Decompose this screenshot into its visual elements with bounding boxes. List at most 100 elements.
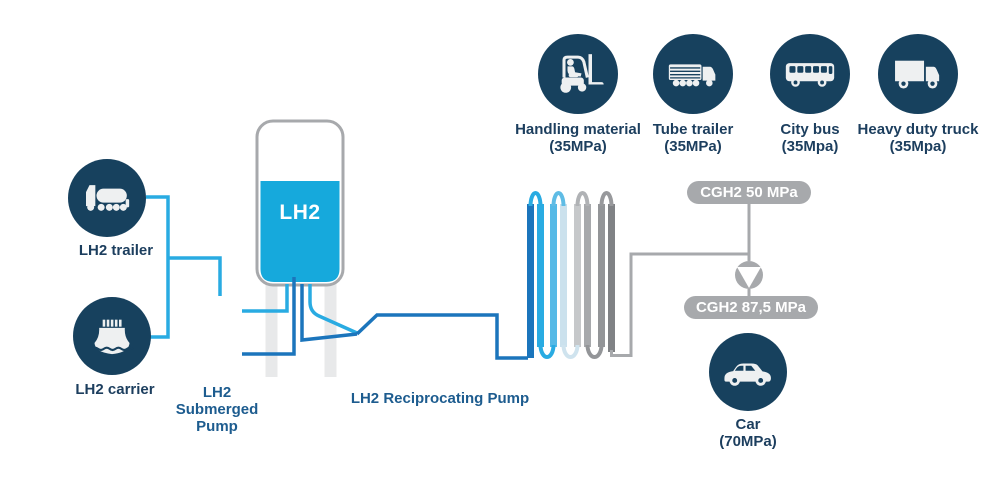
wheel <box>679 79 686 87</box>
car-window-front <box>745 365 756 371</box>
wheel <box>672 79 680 87</box>
bus-windshield <box>828 66 833 74</box>
coil-tube <box>598 204 605 347</box>
coil-tube <box>574 204 581 347</box>
car-window-rear <box>734 365 744 371</box>
wheel <box>112 203 120 211</box>
handling-material-circle <box>538 34 618 114</box>
ship-mast <box>106 319 110 327</box>
wheel-hub <box>793 80 798 85</box>
compressor-triangle <box>737 267 761 288</box>
coil-bottom-bend <box>561 344 580 359</box>
sedan-car-icon <box>724 363 771 386</box>
pipe-tank-inlet <box>242 284 289 313</box>
car-text: Car <box>735 416 761 433</box>
vaporizer-coil <box>527 191 615 359</box>
car-label: Car (70MPa) <box>678 416 818 450</box>
coil-tube <box>584 204 591 347</box>
wheel <box>119 203 127 211</box>
submerged-pump-label: LH2 Submerged Pump <box>157 384 277 435</box>
pipe-submerged-pump-line <box>242 277 296 356</box>
coil-top-bend <box>528 191 543 207</box>
ship-icon <box>91 319 134 355</box>
ship-mast <box>102 319 106 327</box>
cgh2-87-badge: CGH2 87,5 MPa <box>684 296 818 319</box>
bus-window <box>789 66 796 73</box>
wheel-hub <box>820 80 825 85</box>
bus-window <box>820 66 827 73</box>
heavy-truck-circle <box>878 34 958 114</box>
bus-icon <box>785 63 835 87</box>
coil-top-bend <box>599 191 614 207</box>
driver-head <box>567 58 574 66</box>
cgh2-87-text: CGH2 87,5 MPa <box>695 299 807 316</box>
wheel <box>105 203 113 211</box>
pipe-vaporizer-to-compressor <box>610 252 749 357</box>
tank-label: LH2 <box>279 201 320 224</box>
handling-material-label: Handling material (35MPa) <box>508 121 648 155</box>
pipe-reciprocating-to-vaporizer <box>355 313 528 360</box>
pipe-tank-outlet-dark <box>300 284 358 342</box>
car-group <box>724 363 771 386</box>
tube-trailer-text: Tube trailer <box>652 121 734 138</box>
bus-window <box>797 66 804 73</box>
tube-trailer-circle <box>653 34 733 114</box>
coil-tube <box>608 204 615 352</box>
wheel <box>692 79 700 87</box>
lh2-carrier-label: LH2 carrier <box>45 381 185 398</box>
truck-cab <box>702 66 716 81</box>
tube-trailer-pressure: (35MPa) <box>664 138 722 155</box>
compressor-pump-icon <box>735 261 763 289</box>
forklift-mast <box>588 54 592 85</box>
handling-material-pressure: (35MPa) <box>549 138 607 155</box>
ship-mast <box>114 319 118 327</box>
tanker-truck-icon <box>86 185 130 211</box>
lh2-trailer-circle <box>68 159 146 237</box>
ship-mast <box>110 319 114 327</box>
wheel-hub <box>758 378 764 383</box>
reciprocating-pump-label: LH2 Reciprocating Pump <box>340 390 540 407</box>
tank-leg-left <box>265 284 278 377</box>
tank-leg-right <box>324 284 337 377</box>
cargo-box <box>895 60 925 82</box>
handling-material-text: Handling material <box>515 121 641 138</box>
coil-tube <box>560 204 567 347</box>
bus-window <box>805 66 812 73</box>
forklift-cab-frame <box>562 55 589 78</box>
lh2-carrier-text: LH2 carrier <box>75 381 155 398</box>
cgh2-50-badge: CGH2 50 MPa <box>687 181 811 204</box>
lh2-trailer-text: LH2 trailer <box>78 242 154 259</box>
coil-tube <box>550 204 557 347</box>
lh2-carrier-circle <box>73 297 151 375</box>
submerged-pump-line1: LH2 <box>202 384 232 401</box>
coil-bottom-bend <box>538 344 556 359</box>
cgh2-50-text: CGH2 50 MPa <box>700 184 798 201</box>
wheel <box>87 203 95 211</box>
truck-cab <box>925 66 940 82</box>
tube-lines <box>670 67 701 79</box>
pipe-sources-junction <box>146 195 170 339</box>
city-bus-pressure: (35Mpa) <box>781 138 839 155</box>
tube-trailer-label: Tube trailer (35MPa) <box>623 121 763 155</box>
coil-top-bend <box>551 191 566 207</box>
box-truck-icon <box>895 60 940 89</box>
heavy-truck-text: Heavy duty truck <box>857 121 979 138</box>
wheel-hub <box>930 81 935 86</box>
wheel <box>97 203 105 211</box>
submerged-pump-line3: Pump <box>196 418 238 435</box>
city-bus-label: City bus (35Mpa) <box>740 121 880 155</box>
truck-cab <box>86 185 96 207</box>
heavy-truck-label: Heavy duty truck (35Mpa) <box>848 121 988 155</box>
forklift-icon <box>560 54 604 93</box>
coil-tube <box>527 204 534 358</box>
wheel-hub <box>732 378 738 383</box>
waterline <box>91 346 134 352</box>
reciprocating-pump-text: LH2 Reciprocating Pump <box>350 390 530 407</box>
lh2-trailer-label: LH2 trailer <box>46 242 186 259</box>
wheel <box>686 79 693 87</box>
pipe-supply-drop <box>168 256 222 296</box>
car-circle <box>709 333 787 411</box>
wheel-hub <box>901 81 906 86</box>
